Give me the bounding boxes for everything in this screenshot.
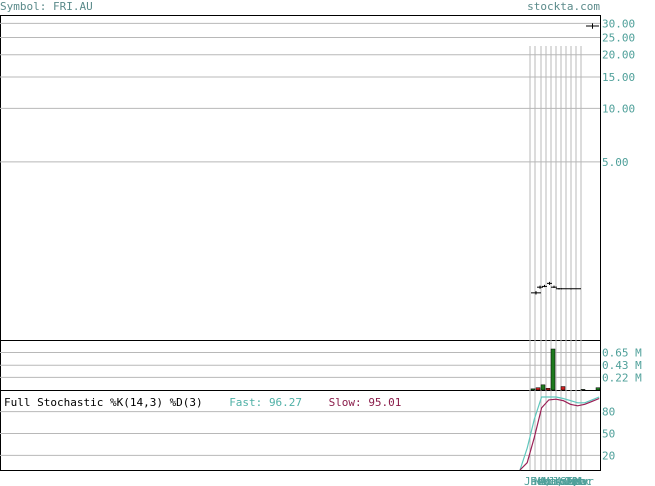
x-tick-label: Jul <box>552 475 572 486</box>
x-tick-label: Feb <box>530 475 550 486</box>
slow-label: Slow: <box>328 396 362 409</box>
stochastic-title: Full Stochastic %K(14,3) %D(3) <box>4 396 203 409</box>
x-tick-label: Sep <box>560 475 580 486</box>
x-tick-label: Feb <box>566 475 586 486</box>
price-tick-label: 20.00 <box>602 49 635 62</box>
x-tick-label: Mar <box>534 475 554 486</box>
slow-line <box>519 397 600 471</box>
volume-bar <box>580 389 586 391</box>
volume-bar <box>535 387 541 391</box>
x-tick-label: Apr <box>539 475 559 486</box>
stoch-tick-label: 80 <box>602 406 615 419</box>
volume-bar <box>530 388 536 391</box>
stoch-tick-label: 20 <box>602 449 615 462</box>
price-tick-label: 15.00 <box>602 71 635 84</box>
volume-tick-label: 0.22 M <box>602 371 642 384</box>
x-tick-label: Jan <box>524 475 544 486</box>
price-tick-label: 10.00 <box>602 102 635 115</box>
x-tick-label: Nov <box>568 475 588 486</box>
fast-label: Fast: <box>229 396 263 409</box>
x-tick-label: Jun <box>548 475 568 486</box>
x-tick-label: Dec <box>572 475 592 486</box>
symbol-label: Symbol: FRI.AU <box>0 0 93 13</box>
price-tick-label: 25.00 <box>602 31 635 44</box>
volume-bar <box>595 387 601 391</box>
volume-bar <box>540 384 546 391</box>
fast-line <box>519 396 600 471</box>
price-tick-label: 5.00 <box>602 156 629 169</box>
x-tick-label: Oct <box>564 475 584 486</box>
x-tick-label: Mar <box>574 475 594 486</box>
stochastic-panel <box>0 390 601 471</box>
fast-value: 96.27 <box>268 396 303 409</box>
slow-value: 95.01 <box>368 396 402 409</box>
volume-tick-label: 0.43 M <box>602 359 642 372</box>
volume-bar <box>560 386 566 391</box>
stoch-tick-label: 50 <box>602 428 615 441</box>
stochastic-header: Full Stochastic %K(14,3) %D(3) Fast: 96.… <box>4 396 401 409</box>
price-tick-label: 30.00 <box>602 17 635 30</box>
volume-bar <box>545 388 551 391</box>
volume-bar <box>550 348 556 391</box>
brand-link[interactable]: stockta.com <box>527 0 600 13</box>
x-tick-label: Aug <box>556 475 576 486</box>
volume-tick-label: 0.65 M <box>602 347 642 360</box>
x-tick-label: May <box>543 475 563 486</box>
